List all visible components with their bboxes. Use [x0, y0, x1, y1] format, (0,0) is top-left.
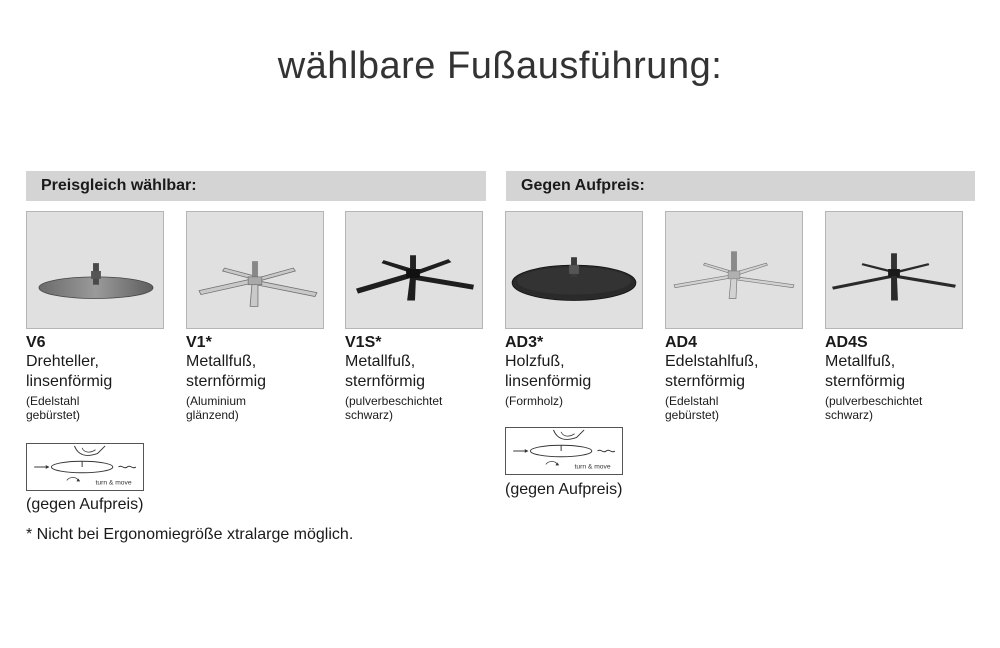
star-base-black-thin-icon [832, 253, 956, 301]
product-note-line: schwarz) [345, 408, 394, 422]
section-header-standard: Preisgleich wählbar: [26, 171, 486, 201]
product-note: (Aluminium glänzend) [186, 394, 336, 422]
star-base-black-icon [356, 255, 474, 301]
product-note-line: (Edelstahl [26, 394, 80, 408]
product-note-line: (Formholz) [505, 394, 564, 408]
star-base-aluminium-icon [198, 261, 318, 307]
turn-move-icon: turn & move [513, 429, 616, 470]
product-note-line: (Edelstahl [665, 394, 719, 408]
product-code: AD3* [505, 334, 544, 351]
product-desc: linsenförmig [505, 373, 592, 390]
lens-base-icon [38, 263, 154, 299]
product-desc: sternförmig [825, 373, 906, 390]
star-base-stainless-icon [673, 251, 795, 299]
product-note: (pulverbeschichtet schwarz) [345, 394, 495, 422]
product-note: (pulverbeschichtet schwarz) [825, 394, 975, 422]
footnote: * Nicht bei Ergonomiegröße xtralarge mög… [26, 526, 354, 543]
turn-move-diagram-ad3: turn & move [505, 427, 623, 475]
product-desc: Edelstahlfuß, [665, 353, 759, 370]
product-text-ad3: AD3* Holzfuß, linsenförmig (Formholz) [505, 334, 655, 408]
product-image-v1[interactable] [186, 211, 324, 329]
product-text-ad4s: AD4S Metallfuß, sternförmig (pulverbesch… [825, 334, 975, 422]
product-note-line: gebürstet) [665, 408, 720, 422]
turn-label: turn & move [575, 463, 611, 470]
product-note-line: schwarz) [825, 408, 874, 422]
product-note-line: (Aluminium [186, 394, 247, 408]
product-note-line: glänzend) [186, 408, 239, 422]
product-note: (Formholz) [505, 394, 655, 408]
product-code: V6 [26, 334, 46, 351]
turn-move-diagram-v6: turn & move [26, 443, 144, 491]
page-title: wählbare Fußausführung: [277, 45, 723, 87]
turn-label: turn & move [96, 479, 132, 486]
product-text-ad4: AD4 Edelstahlfuß, sternförmig (Edelstahl… [665, 334, 815, 422]
product-desc: linsenförmig [26, 373, 113, 390]
product-image-ad4[interactable] [665, 211, 803, 329]
product-image-v1s[interactable] [345, 211, 483, 329]
product-image-ad3[interactable] [505, 211, 643, 329]
product-code: AD4S [825, 334, 868, 351]
product-code: AD4 [665, 334, 698, 351]
product-text-v1s: V1S* Metallfuß, sternförmig (pulverbesch… [345, 334, 495, 422]
product-desc: Drehteller, [26, 353, 99, 370]
product-desc: Metallfuß, [345, 353, 416, 370]
product-desc: Holzfuß, [505, 353, 565, 370]
product-desc: sternförmig [345, 373, 426, 390]
product-text-v6: V6 Drehteller, linsenförmig (Edelstahl g… [26, 334, 176, 422]
product-image-v6[interactable] [26, 211, 164, 329]
product-code: V1* [186, 334, 212, 351]
product-note-line: gebürstet) [26, 408, 81, 422]
product-desc: sternförmig [665, 373, 746, 390]
turn-move-icon: turn & move [34, 445, 137, 486]
product-note-line: (pulverbeschichtet [345, 394, 443, 408]
section-header-surcharge: Gegen Aufpreis: [506, 171, 975, 201]
surcharge-label-ad3: (gegen Aufpreis) [505, 481, 623, 498]
product-desc: sternförmig [186, 373, 267, 390]
product-text-v1: V1* Metallfuß, sternförmig (Aluminium gl… [186, 334, 336, 422]
wood-lens-base-icon [511, 257, 637, 301]
product-note: (Edelstahl gebürstet) [665, 394, 815, 422]
product-desc: Metallfuß, [825, 353, 896, 370]
surcharge-label-v6: (gegen Aufpreis) [26, 496, 144, 513]
product-note: (Edelstahl gebürstet) [26, 394, 176, 422]
product-note-line: (pulverbeschichtet [825, 394, 923, 408]
product-desc: Metallfuß, [186, 353, 257, 370]
product-image-ad4s[interactable] [825, 211, 963, 329]
product-code: V1S* [345, 334, 382, 351]
